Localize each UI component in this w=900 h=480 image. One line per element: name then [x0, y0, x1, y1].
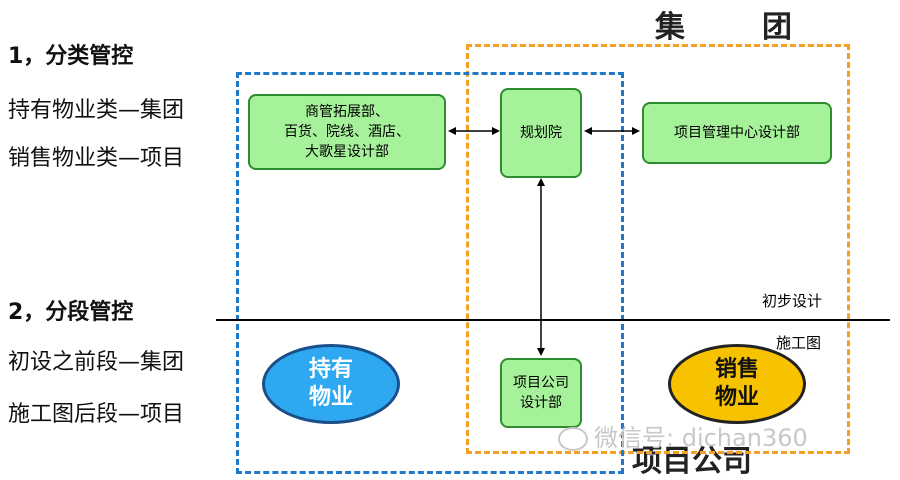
section-heading-stage: 2，分段管控 [8, 300, 134, 325]
business-dept-box: 商管拓展部、 百货、院线、酒店、 大歌星设计部 [248, 94, 446, 170]
group-label-char-2: 团 [762, 10, 794, 45]
rule-construction-stage: 施工图后段—项目 [8, 402, 185, 427]
holding-region [236, 72, 624, 474]
project-company-design-box: 项目公司 设计部 [500, 358, 582, 428]
section-heading-classification: 1，分类管控 [8, 44, 134, 69]
sales-property-ellipse: 销售 物业 [668, 344, 806, 424]
holding-property-ellipse: 持有 物业 [262, 344, 400, 424]
wechat-icon [558, 427, 588, 451]
rule-sales-property: 销售物业类—项目 [8, 146, 185, 171]
planning-institute-box: 规划院 [500, 88, 582, 178]
watermark-text: 微信号: dichan360 [594, 424, 808, 452]
project-company-label: 项目公司 [632, 444, 752, 479]
rule-holding-property: 持有物业类—集团 [8, 98, 185, 123]
watermark: 微信号: dichan360 [558, 418, 808, 453]
group-region [466, 44, 850, 454]
project-mgmt-center-box: 项目管理中心设计部 [642, 102, 832, 164]
rule-pre-design-stage: 初设之前段—集团 [8, 350, 185, 375]
group-label-char-1: 集 [655, 10, 687, 45]
construction-drawing-label: 施工图 [776, 334, 822, 352]
preliminary-design-label: 初步设计 [762, 292, 823, 310]
